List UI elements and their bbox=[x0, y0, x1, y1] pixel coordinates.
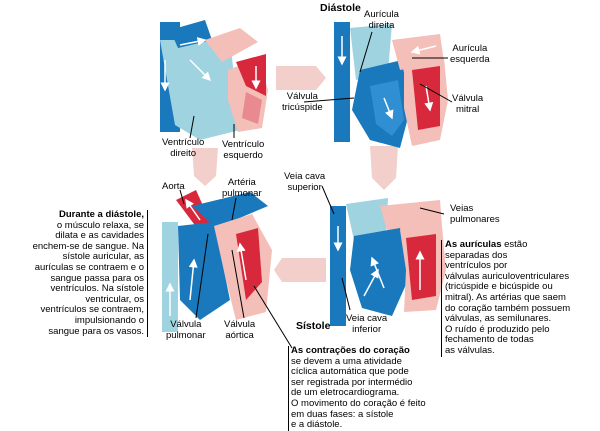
label-aorta: Aorta bbox=[162, 181, 185, 192]
cycle-arrow-top bbox=[276, 66, 326, 90]
heart-diastole-1 bbox=[160, 20, 268, 140]
cycle-arrow-right bbox=[370, 146, 398, 190]
paragraph-contracoes: As contrações do coração se devem a uma … bbox=[288, 345, 441, 431]
title-sistole: Sístole bbox=[296, 320, 331, 332]
cycle-arrow-bottom bbox=[274, 258, 326, 282]
leader-lines bbox=[179, 31, 453, 349]
heart-sistole-1 bbox=[162, 190, 272, 332]
title-diastole: Diástole bbox=[320, 2, 361, 14]
cycle-arrows bbox=[192, 66, 398, 282]
heart-sistole-2 bbox=[330, 198, 446, 326]
paragraph-diastole: Durante a diástole, o músculo relaxa, se… bbox=[8, 209, 148, 338]
cycle-arrow-left bbox=[192, 148, 218, 186]
heart-diastole-2 bbox=[334, 22, 448, 148]
paragraph-auriculas: As aurículas estão separadas dos ventríc… bbox=[441, 239, 597, 357]
